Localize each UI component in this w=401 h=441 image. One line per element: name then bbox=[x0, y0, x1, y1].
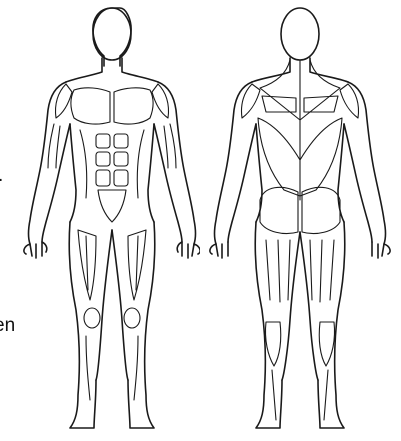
human-anatomy-front-icon bbox=[0, 0, 200, 441]
back-body-figure bbox=[200, 0, 400, 441]
human-anatomy-back-icon bbox=[200, 0, 400, 441]
front-body-figure bbox=[0, 0, 200, 441]
